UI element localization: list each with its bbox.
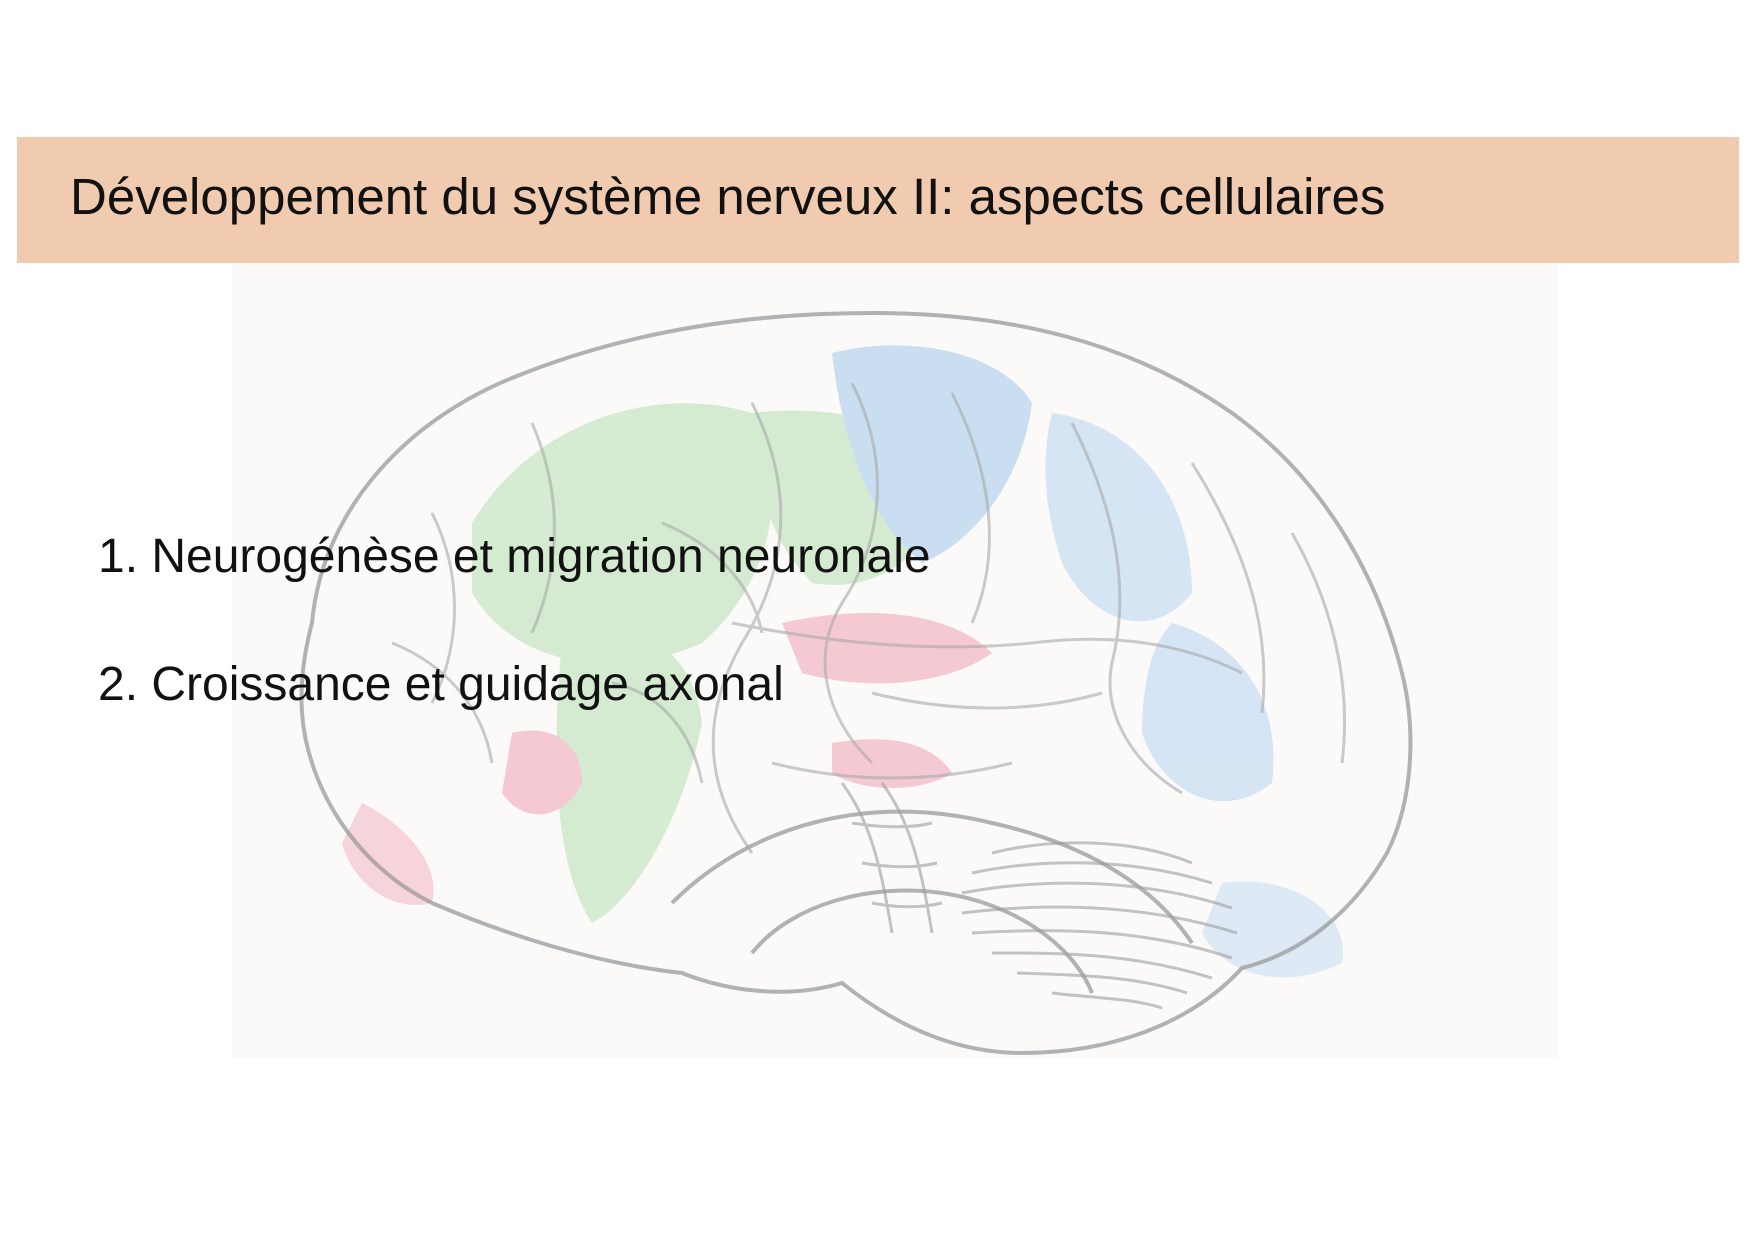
agenda-list: 1. Neurogénèse et migration neuronale 2.… [98, 529, 931, 713]
agenda-item: 2. Croissance et guidage axonal [98, 658, 784, 711]
slide-title: Développement du système nerveux II: asp… [70, 168, 1386, 225]
agenda-item: 1. Neurogénèse et migration neuronale [98, 530, 931, 583]
title-banner: Développement du système nerveux II: asp… [17, 137, 1739, 263]
brain-illustration [232, 263, 1557, 1058]
